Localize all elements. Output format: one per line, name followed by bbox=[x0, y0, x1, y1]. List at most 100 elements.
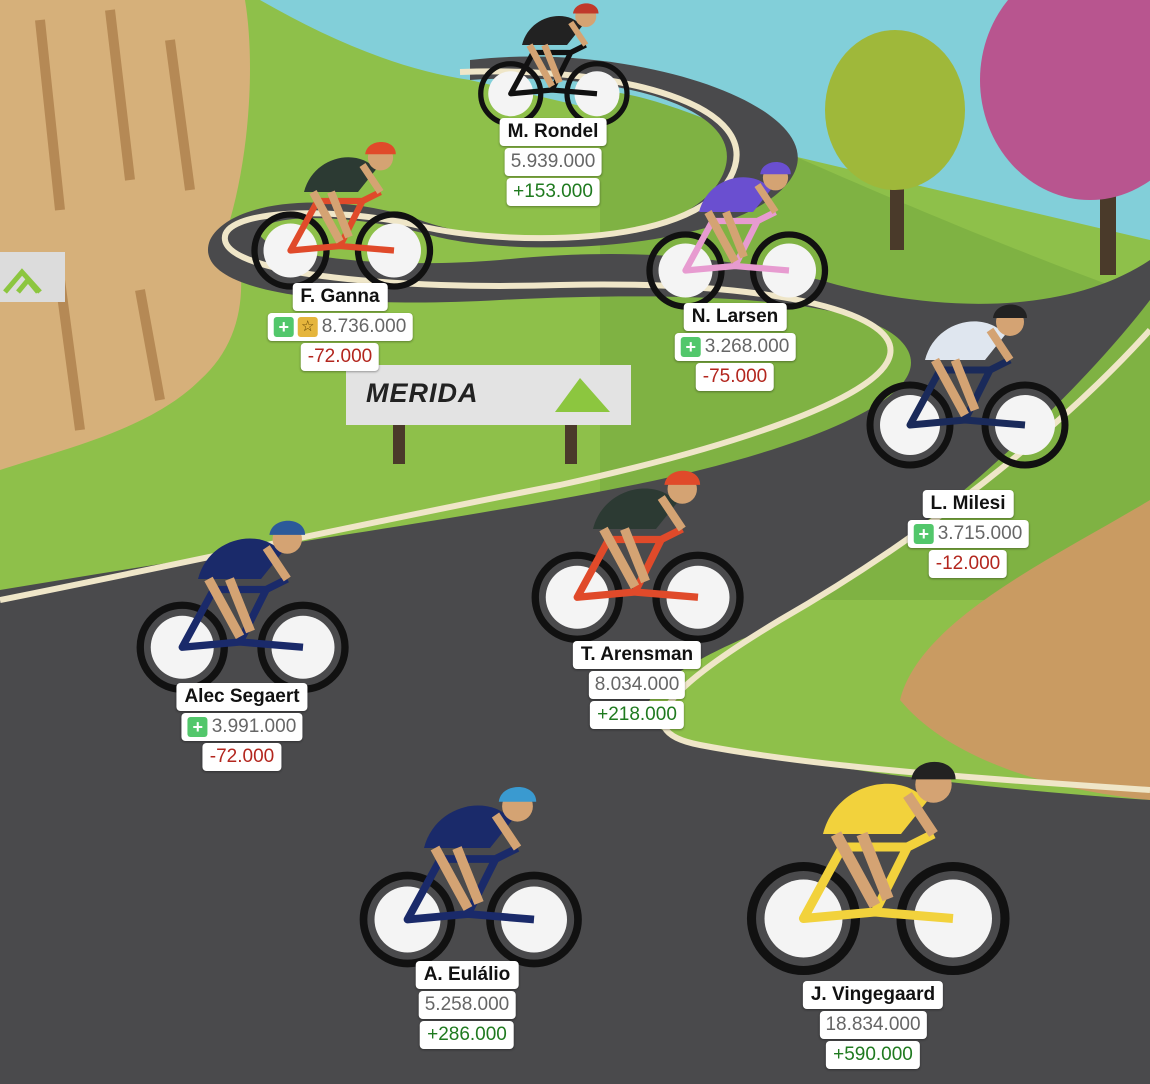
rider-value-row: +3.268.000 bbox=[674, 333, 796, 361]
plus-icon[interactable]: + bbox=[187, 717, 208, 737]
rider-value-row: +3.991.000 bbox=[181, 713, 303, 741]
rider-legs bbox=[430, 845, 484, 911]
rider-value: 3.991.000 bbox=[211, 716, 297, 737]
rider-name: N. Larsen bbox=[683, 303, 787, 331]
rider-figure[interactable] bbox=[646, 162, 829, 310]
rider-name: Alec Segaert bbox=[176, 683, 308, 711]
rider-legs bbox=[309, 190, 353, 244]
rider-value: 8.034.000 bbox=[594, 674, 680, 695]
rock-right bbox=[900, 500, 1150, 800]
tree-pink bbox=[980, 0, 1150, 200]
rider-arm bbox=[491, 812, 522, 851]
rider-value: 8.736.000 bbox=[321, 316, 407, 337]
helmet-icon bbox=[269, 520, 306, 535]
rider-delta: -12.000 bbox=[928, 550, 1008, 578]
helmet-icon bbox=[573, 3, 599, 14]
sign-post-left bbox=[393, 420, 405, 464]
helmet-icon bbox=[993, 304, 1027, 318]
rider-card[interactable]: A. Eulálio 5.258.000 +286.000 bbox=[415, 961, 519, 1049]
side-sign bbox=[0, 252, 65, 302]
side-sign-logo-icon bbox=[3, 268, 42, 294]
rider-value-row: +3.715.000 bbox=[907, 520, 1029, 548]
rider-card[interactable]: J. Vingegaard 18.834.000 +590.000 bbox=[802, 981, 944, 1069]
rider-value-row: 8.034.000 bbox=[588, 671, 686, 699]
rider-value: 3.715.000 bbox=[937, 523, 1023, 544]
cliff-cracks bbox=[35, 9, 195, 431]
rider-arm bbox=[986, 327, 1014, 363]
front-wheel-rim bbox=[271, 615, 335, 679]
rear-wheel bbox=[866, 381, 954, 469]
rider-delta: +218.000 bbox=[590, 701, 684, 729]
rider-name: F. Ganna bbox=[292, 283, 388, 311]
rider-figure[interactable] bbox=[746, 761, 1010, 976]
rider-value: 18.834.000 bbox=[825, 1014, 921, 1035]
rider-card[interactable]: T. Arensman 8.034.000 +218.000 bbox=[572, 641, 702, 729]
riders-layer bbox=[136, 3, 1069, 976]
rear-wheel bbox=[359, 871, 456, 968]
rider-name: T. Arensman bbox=[572, 641, 702, 669]
cliff bbox=[0, 0, 250, 470]
rider-legs bbox=[599, 526, 650, 590]
rider-figure[interactable] bbox=[359, 786, 582, 968]
rider-arm bbox=[568, 20, 589, 47]
rider-card[interactable]: N. Larsen+3.268.000-75.000 bbox=[674, 303, 796, 391]
rider-jersey bbox=[522, 16, 582, 45]
sign-post-right bbox=[565, 420, 577, 464]
rider-figure[interactable] bbox=[136, 520, 349, 693]
helmet-icon bbox=[365, 142, 396, 155]
rider-name: A. Eulálio bbox=[415, 961, 519, 989]
rider-arm bbox=[359, 163, 384, 194]
rider-figure[interactable] bbox=[251, 142, 434, 290]
rider-delta: -72.000 bbox=[300, 343, 380, 371]
merida-sign-text: MERIDA bbox=[366, 378, 479, 408]
rider-jersey bbox=[699, 177, 771, 212]
rider-value-row: 18.834.000 bbox=[819, 1011, 927, 1039]
rider-delta: -75.000 bbox=[695, 363, 775, 391]
rider-legs bbox=[830, 831, 894, 909]
rider-value: 5.939.000 bbox=[510, 151, 596, 172]
rider-delta: -72.000 bbox=[202, 743, 282, 771]
rider-value-row: 5.258.000 bbox=[418, 991, 516, 1019]
rider-card[interactable]: L. Milesi+3.715.000-12.000 bbox=[907, 490, 1029, 578]
helmet-icon bbox=[664, 470, 701, 485]
rider-jersey bbox=[198, 538, 282, 579]
rider-name: L. Milesi bbox=[922, 490, 1014, 518]
rider-legs bbox=[526, 43, 563, 88]
rider-jersey bbox=[593, 488, 677, 529]
plus-icon[interactable]: + bbox=[273, 317, 294, 337]
rider-name: J. Vingegaard bbox=[802, 981, 944, 1009]
helmet-icon bbox=[760, 162, 791, 175]
rider-figure[interactable] bbox=[866, 304, 1069, 469]
rider-legs bbox=[204, 576, 255, 640]
rider-card[interactable]: F. Ganna+☆8.736.000-72.000 bbox=[267, 283, 413, 371]
rider-value: 5.258.000 bbox=[424, 994, 510, 1015]
rear-wheel bbox=[746, 861, 861, 976]
rider-legs bbox=[704, 210, 748, 264]
rider-card[interactable]: Alec Segaert+3.991.000-72.000 bbox=[176, 683, 308, 771]
rider-value-row: 5.939.000 bbox=[504, 148, 602, 176]
front-wheel-rim bbox=[914, 879, 992, 958]
rider-jersey bbox=[424, 805, 512, 848]
rider-arm bbox=[903, 792, 938, 837]
merida-chevron-icon bbox=[555, 378, 610, 412]
plus-icon[interactable]: + bbox=[680, 337, 701, 357]
rider-arm bbox=[754, 183, 779, 214]
rider-arm bbox=[262, 545, 291, 582]
rider-delta: +153.000 bbox=[506, 178, 600, 206]
helmet-icon bbox=[498, 786, 537, 802]
rider-value-row: +☆8.736.000 bbox=[267, 313, 413, 341]
rider-figure[interactable] bbox=[531, 470, 744, 643]
plus-icon[interactable]: + bbox=[913, 524, 934, 544]
rear-wheel bbox=[531, 551, 623, 643]
star-icon[interactable]: ☆ bbox=[297, 317, 318, 337]
rider-jersey bbox=[925, 321, 1005, 360]
rider-delta: +590.000 bbox=[826, 1041, 920, 1069]
front-wheel-rim bbox=[666, 565, 730, 629]
rider-legs bbox=[931, 357, 980, 418]
rider-card[interactable]: M. Rondel 5.939.000 +153.000 bbox=[499, 118, 607, 206]
rider-delta: +286.000 bbox=[420, 1021, 514, 1049]
rear-wheel bbox=[251, 211, 330, 290]
rider-arm bbox=[657, 495, 686, 532]
rider-name: M. Rondel bbox=[499, 118, 607, 146]
